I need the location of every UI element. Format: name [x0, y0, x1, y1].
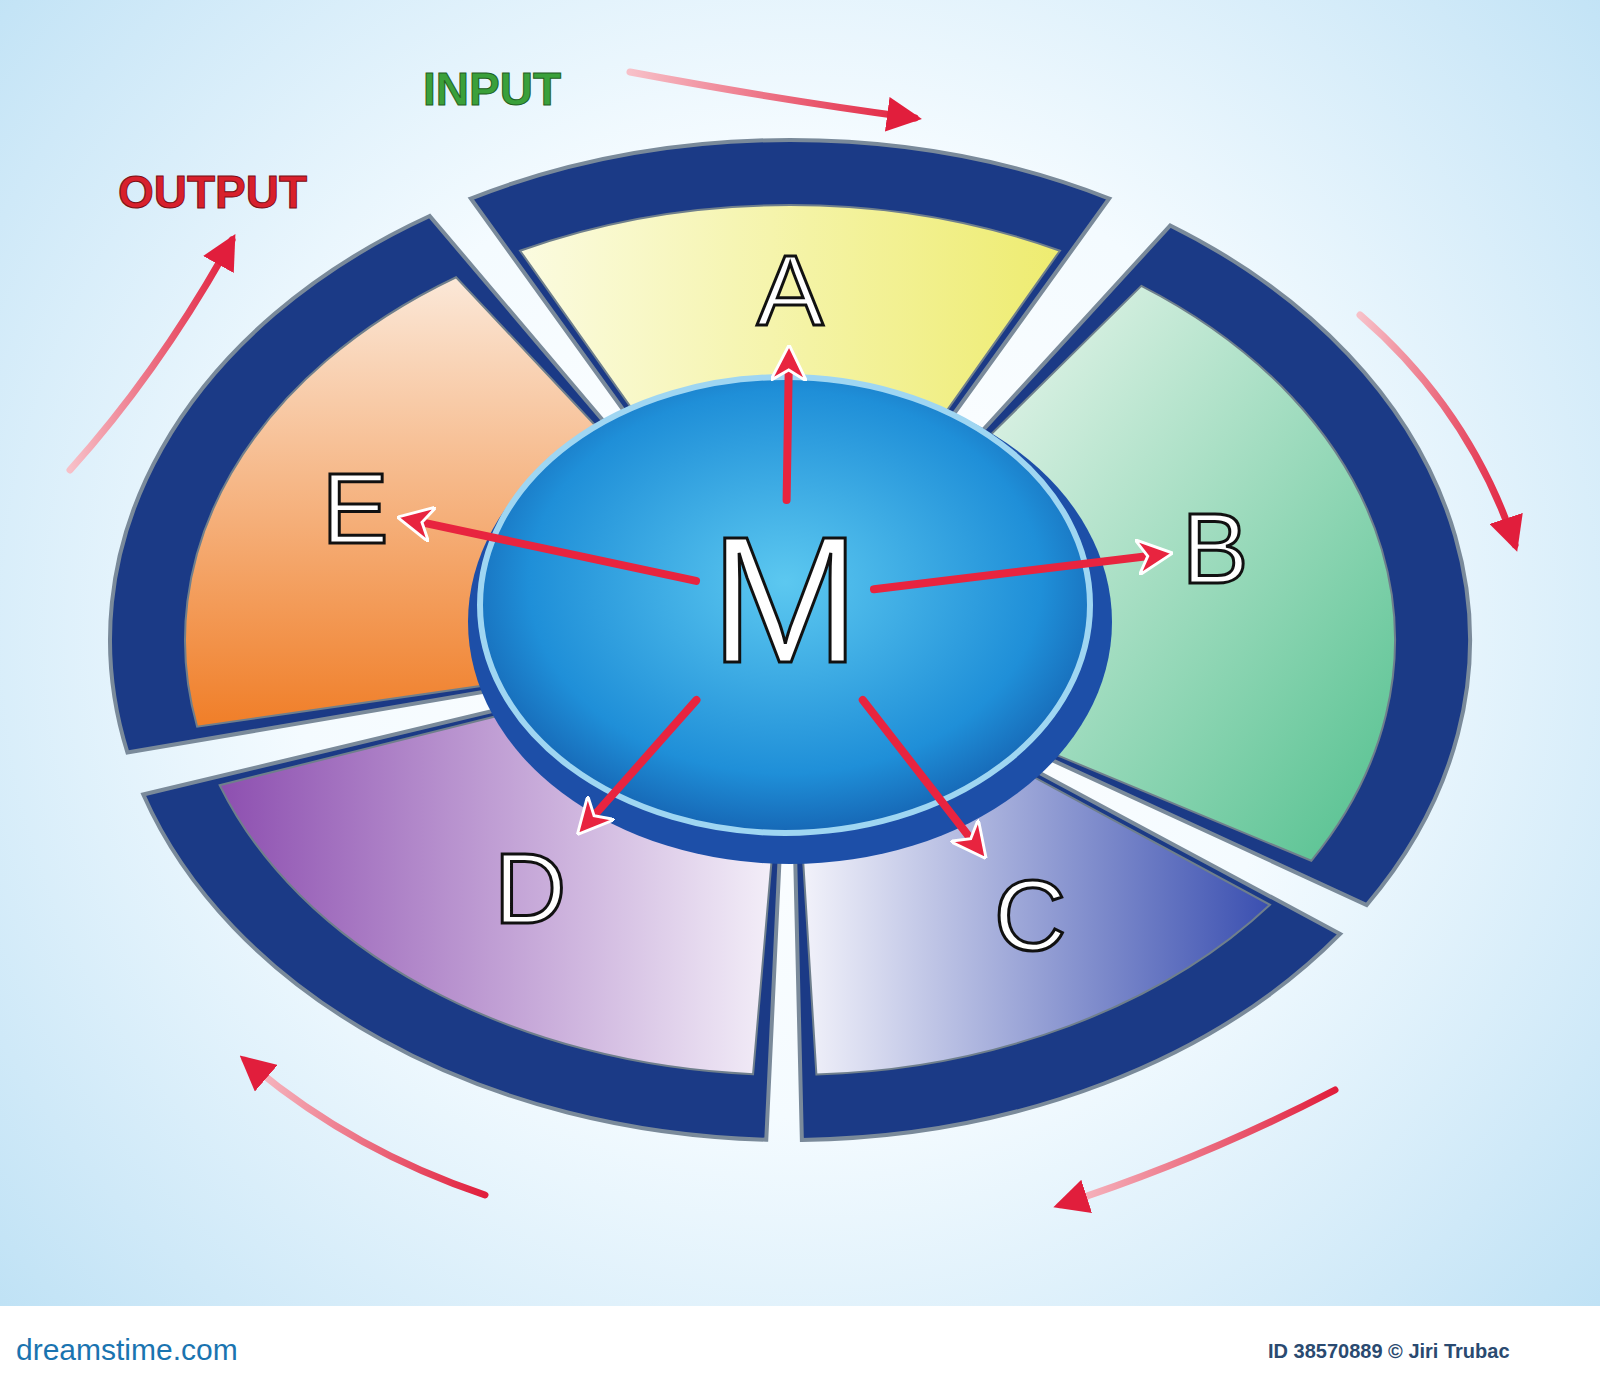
flow-arrow	[404, 519, 696, 581]
watermark: dreamstime.com	[16, 1333, 238, 1367]
hub-circle: M	[702, 506, 868, 694]
flow-arrow	[787, 352, 789, 500]
ring-segment-label: D	[486, 834, 574, 942]
flow-arrow	[874, 554, 1166, 589]
ring-segment-label: E	[314, 454, 397, 562]
ring-segment-label: C	[986, 861, 1074, 969]
ring-segment-label: A	[749, 236, 832, 344]
watermark: ID 38570889 © Jiri Trubac	[1268, 1340, 1510, 1363]
segment-letter: C	[994, 865, 1066, 965]
segment-letter: M	[710, 510, 860, 690]
segment-letter: D	[494, 838, 566, 938]
flow-arrow	[863, 700, 982, 853]
flow-arrow	[582, 700, 696, 829]
flow-label: OUTPUT	[118, 165, 307, 219]
segment-letter: B	[1182, 498, 1249, 598]
segment-letter: E	[322, 458, 389, 558]
ring-segment-label: B	[1174, 494, 1257, 602]
flow-label: INPUT	[423, 62, 561, 116]
segment-letter: A	[757, 240, 824, 340]
